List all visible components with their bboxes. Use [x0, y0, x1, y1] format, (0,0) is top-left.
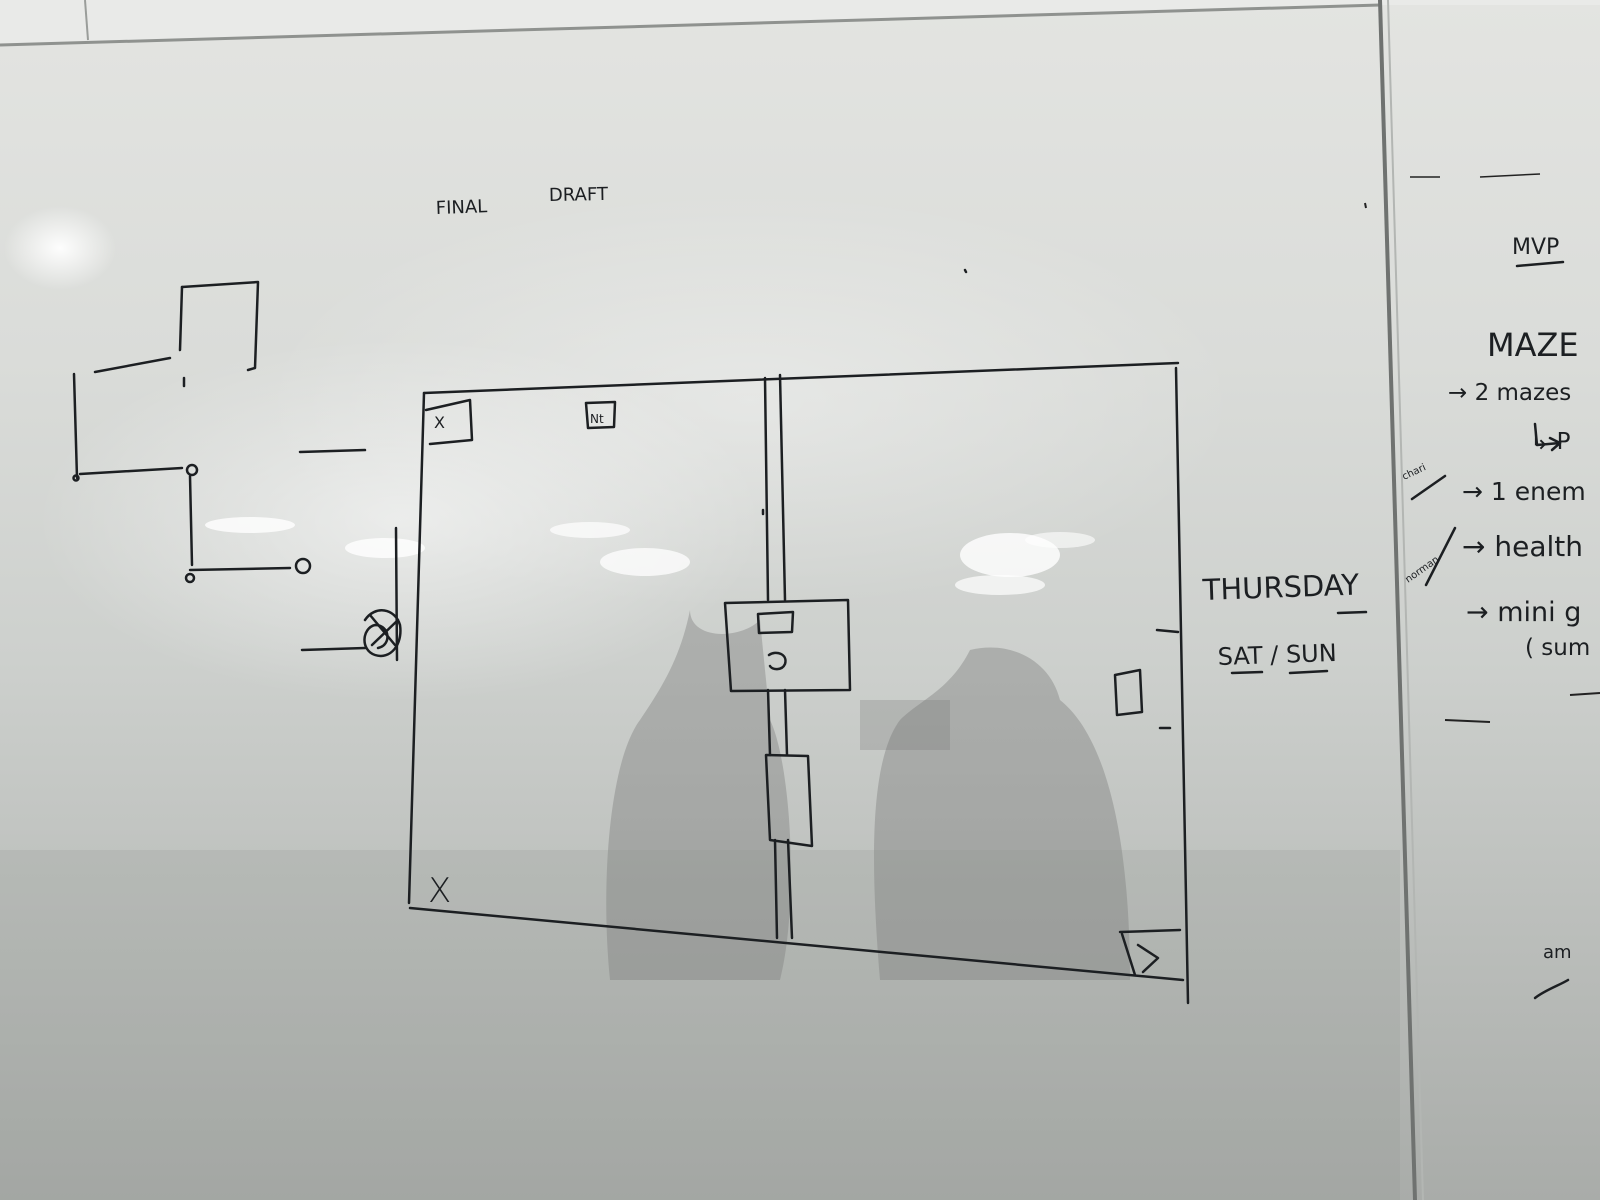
- mvp-item-2: ↳ P: [1530, 429, 1571, 455]
- heading-draft: DRAFT: [549, 184, 609, 206]
- side-note-1: chari: [1401, 462, 1428, 482]
- heading-final: FINAL: [435, 196, 487, 219]
- corner-mark-bottom: X: [428, 871, 451, 911]
- schedule-weekend: SAT / SUN: [1217, 639, 1337, 671]
- mvp-item-3: → 1 enem: [1462, 477, 1586, 506]
- maze-title: MAZE: [1487, 326, 1579, 364]
- mvp-title: MVP: [1512, 235, 1559, 260]
- mvp-item-5: → mini g: [1466, 597, 1581, 628]
- corner-mark-top: X: [434, 413, 445, 432]
- mvp-item-6: ( sum: [1525, 635, 1590, 661]
- side-note-2: norman: [1403, 554, 1441, 585]
- maze-map: [407, 268, 1190, 1005]
- mvp-item-1: → 2 mazes: [1448, 380, 1571, 406]
- map-cell-label: Nt: [590, 412, 604, 426]
- schedule-thursday: THURSDAY: [1201, 568, 1360, 607]
- mvp-item-4: → health: [1462, 530, 1583, 563]
- side-note-3: am: [1543, 942, 1572, 963]
- left-sketch: [72, 280, 402, 662]
